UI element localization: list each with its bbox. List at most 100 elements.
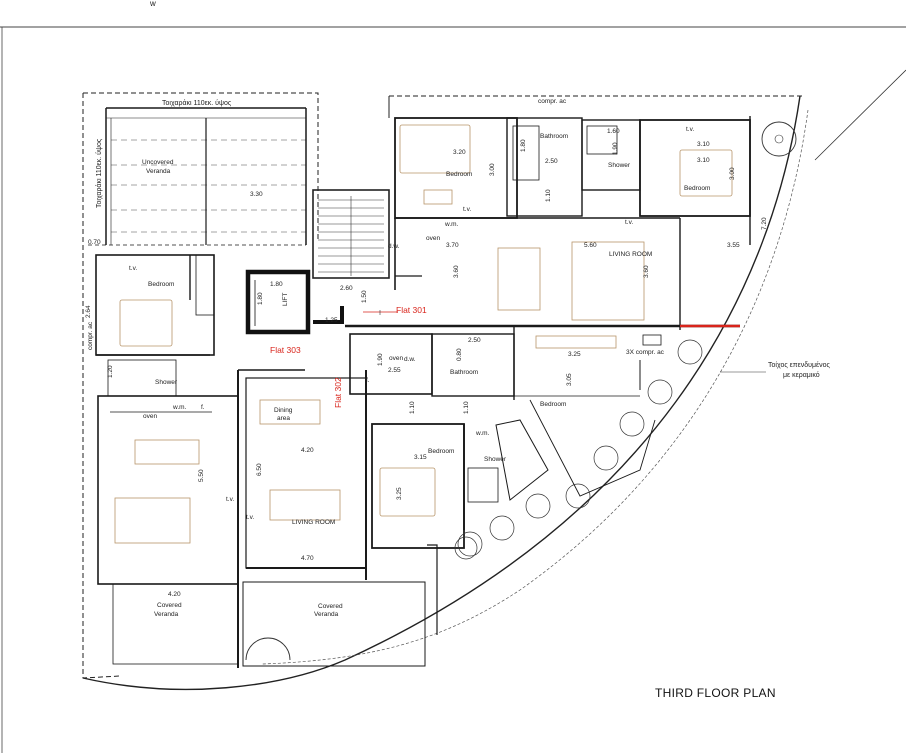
flat-302-label: Flat 302 <box>333 377 343 408</box>
dim-180b: 1.80 <box>257 292 264 305</box>
room-bedroom-n1: Bedroom <box>446 171 473 178</box>
flat-303-label: Flat 303 <box>270 345 301 355</box>
dim-160: 1.60 <box>607 128 620 135</box>
flat-301-walls <box>345 116 751 330</box>
room-covered-veranda-c2: Veranda <box>314 611 339 618</box>
dim-325b: 3.25 <box>396 487 403 500</box>
dim-150: 1.50 <box>361 290 368 303</box>
dim-325a: 3.25 <box>568 351 581 358</box>
dim-300a: 3.00 <box>489 163 496 176</box>
room-bedroom-302a: Bedroom <box>540 401 567 408</box>
dim-420a: 4.20 <box>301 447 314 454</box>
note-wall-side: Τοιχαράκι 110εκ. ύψος <box>96 138 103 208</box>
dim-310b: 3.10 <box>697 157 710 164</box>
fixture-oven-302: oven <box>389 355 404 362</box>
dim-260: 2.60 <box>340 285 353 292</box>
dim-264: 2.64 <box>85 305 92 318</box>
fixture-compr-ac-w: compr. ac <box>87 321 94 350</box>
dim-125: 1.25 <box>325 317 338 324</box>
room-shower-302: Shower <box>484 456 507 463</box>
room-covered-veranda-w2: Veranda <box>154 611 179 618</box>
fixture-tv-n1: t.v. <box>463 206 472 213</box>
room-dining-2: area <box>277 415 291 422</box>
dim-250a: 2.50 <box>545 158 558 165</box>
dim-420b: 4.20 <box>168 591 181 598</box>
core-wall <box>313 306 344 324</box>
flat-303-walls <box>88 107 426 668</box>
room-dining-1: Dining <box>274 407 293 414</box>
dim-330: 3.30 <box>250 191 263 198</box>
fixture-tv-nw: t.v. <box>129 265 138 272</box>
dim-370: 3.70 <box>446 242 459 249</box>
dim-300b: 3.00 <box>729 167 736 180</box>
room-covered-veranda-w1: Covered <box>157 602 182 609</box>
fixture-f-303: f. <box>201 404 205 411</box>
dim-650: 6.50 <box>256 463 263 476</box>
curved-outer-edge <box>82 95 801 691</box>
curved-inner-edge <box>261 109 809 665</box>
dim-180c: 1.80 <box>520 139 527 152</box>
site-diagonal <box>814 69 906 161</box>
dim-320: 3.20 <box>453 149 466 156</box>
room-living-303: LIVING ROOM <box>292 519 336 526</box>
room-shower-w: Shower <box>155 379 178 386</box>
room-bathroom-302: Bathroom <box>450 369 479 376</box>
note-wall-clad-line2: με κεραμικό <box>783 372 820 379</box>
furniture <box>114 124 733 544</box>
flat-302-walls <box>349 326 662 635</box>
dim-550: 5.50 <box>198 469 205 482</box>
room-uncovered-veranda-2: Veranda <box>146 168 171 175</box>
dim-070: 0.70 <box>88 239 101 246</box>
dim-190b: 1.90 <box>377 353 384 366</box>
fixture-wm-303: w.m. <box>173 404 187 411</box>
dim-250b: 2.50 <box>468 337 481 344</box>
dim-110b: 1.10 <box>409 401 416 414</box>
dim-110c: 1.10 <box>463 401 470 414</box>
room-shower-n: Shower <box>608 162 631 169</box>
stair-core <box>312 189 390 279</box>
fixture-wm-301: w.m. <box>445 221 459 228</box>
room-bedroom-ne: Bedroom <box>684 185 711 192</box>
dim-305: 3.05 <box>566 373 573 386</box>
flat-301-label: Flat 301 <box>396 305 427 315</box>
dim-120: 1.20 <box>107 365 114 378</box>
fixture-tv-303a: t.v. <box>226 496 235 503</box>
dim-360a: 3.60 <box>453 265 460 278</box>
lift-shaft <box>245 269 311 335</box>
dim-360b: 3.60 <box>643 265 650 278</box>
dim-310a: 3.10 <box>697 141 710 148</box>
fixture-wm-302: w.m. <box>476 430 490 437</box>
dim-355: 3.55 <box>727 242 740 249</box>
room-bedroom-302b: Bedroom <box>428 448 455 455</box>
planters <box>454 339 703 560</box>
room-living-301: LIVING ROOM <box>609 251 653 258</box>
fixture-tv-301: t.v. <box>625 219 634 226</box>
plan-title: THIRD FLOOR PLAN <box>655 686 776 700</box>
dim-110a: 1.10 <box>545 189 552 202</box>
room-lift: LIFT <box>282 292 289 306</box>
fixture-compr-ac-3x: 3X compr. ac <box>626 349 664 356</box>
spiral-stair-ne <box>761 121 797 157</box>
room-bathroom-n: Bathroom <box>540 133 569 140</box>
dim-190a: 1.90 <box>612 142 619 155</box>
fixture-dw-302: d.w. <box>404 356 416 363</box>
note-wall-clad-line1: Τοίχος επενδυμένος <box>768 362 830 369</box>
fixture-tv-ne: t.v. <box>686 126 695 133</box>
fixture-compr-ac-n: compr. ac <box>538 98 567 105</box>
top-mark: w <box>150 0 156 8</box>
fixture-f-302: f. <box>366 377 370 384</box>
boundary-west <box>82 92 319 679</box>
fixture-oven-301: oven <box>426 235 441 242</box>
dim-470: 4.70 <box>301 555 314 562</box>
fixture-tv-303b: t.v. <box>246 514 255 521</box>
dim-255: 2.55 <box>388 367 401 374</box>
stair-steps <box>318 196 384 276</box>
fixture-dw-301: d.w. <box>388 243 400 250</box>
dim-180a: 1.80 <box>270 281 283 288</box>
dim-080: 0.80 <box>456 348 463 361</box>
dim-315: 3.15 <box>414 454 427 461</box>
fixture-oven-303: oven <box>143 413 158 420</box>
dim-560: 5.60 <box>584 242 597 249</box>
dim-720: 7.20 <box>761 217 768 230</box>
